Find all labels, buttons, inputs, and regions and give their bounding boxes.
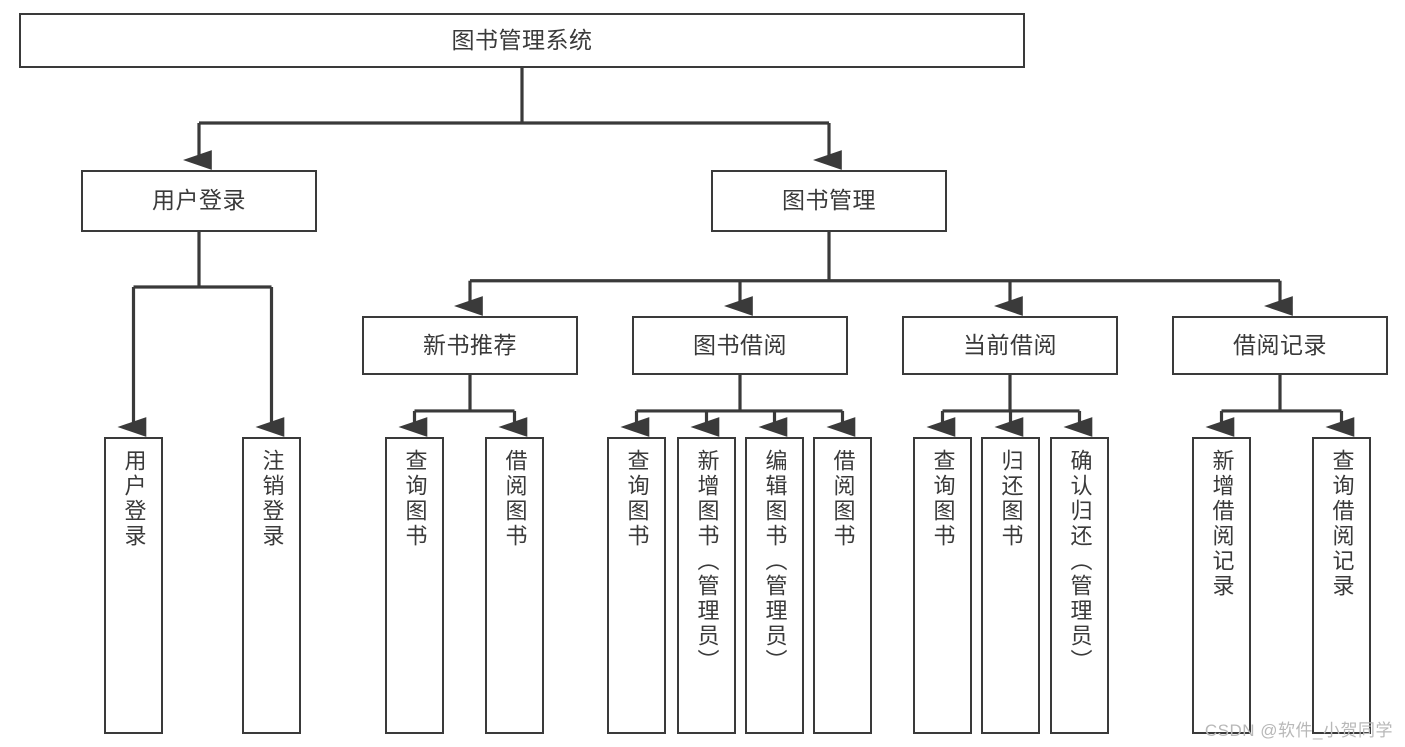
leaf-borrow-book-2-label: 借阅图书 — [830, 449, 856, 549]
leaf-confirm-return-label: 确认归还（管理员） — [1067, 449, 1093, 674]
leaf-user-login[interactable]: 用户登录 — [104, 437, 163, 734]
node-root[interactable]: 图书管理系统 — [19, 13, 1025, 68]
node-current-borrow[interactable]: 当前借阅 — [902, 316, 1118, 375]
leaf-edit-book-label: 编辑图书（管理员） — [762, 449, 788, 674]
node-current-borrow-label: 当前借阅 — [963, 331, 1057, 358]
leaf-edit-book[interactable]: 编辑图书（管理员） — [745, 437, 804, 734]
leaf-query-book-1-label: 查询图书 — [402, 449, 428, 549]
leaf-add-borrow-record-label: 新增借阅记录 — [1209, 449, 1235, 599]
leaf-borrow-book-2[interactable]: 借阅图书 — [813, 437, 872, 734]
leaf-query-book-2-label: 查询图书 — [624, 449, 650, 549]
node-new-book-recommend[interactable]: 新书推荐 — [362, 316, 578, 375]
leaf-query-book-3[interactable]: 查询图书 — [913, 437, 972, 734]
leaf-logout-label: 注销登录 — [259, 449, 285, 549]
node-book-borrow[interactable]: 图书借阅 — [632, 316, 848, 375]
leaf-borrow-book-1[interactable]: 借阅图书 — [485, 437, 544, 734]
node-borrow-record-label: 借阅记录 — [1233, 331, 1327, 358]
leaf-query-book-2[interactable]: 查询图书 — [607, 437, 666, 734]
node-root-label: 图书管理系统 — [451, 26, 593, 53]
node-user-login-label: 用户登录 — [152, 187, 246, 214]
leaf-query-borrow-record[interactable]: 查询借阅记录 — [1312, 437, 1371, 734]
leaf-logout[interactable]: 注销登录 — [242, 437, 301, 734]
leaf-add-book[interactable]: 新增图书（管理员） — [677, 437, 736, 734]
leaf-query-book-3-label: 查询图书 — [930, 449, 956, 549]
node-user-login[interactable]: 用户登录 — [81, 170, 317, 232]
leaf-user-login-label: 用户登录 — [121, 449, 147, 549]
node-book-manage-label: 图书管理 — [782, 187, 876, 214]
leaf-borrow-book-1-label: 借阅图书 — [502, 449, 528, 549]
node-new-book-recommend-label: 新书推荐 — [423, 331, 517, 358]
leaf-confirm-return[interactable]: 确认归还（管理员） — [1050, 437, 1109, 734]
node-borrow-record[interactable]: 借阅记录 — [1172, 316, 1388, 375]
leaf-add-borrow-record[interactable]: 新增借阅记录 — [1192, 437, 1251, 734]
leaf-add-book-label: 新增图书（管理员） — [694, 449, 720, 674]
leaf-return-book-label: 归还图书 — [998, 449, 1024, 549]
leaf-query-borrow-record-label: 查询借阅记录 — [1329, 449, 1355, 599]
leaf-query-book-1[interactable]: 查询图书 — [385, 437, 444, 734]
leaf-return-book[interactable]: 归还图书 — [981, 437, 1040, 734]
node-book-borrow-label: 图书借阅 — [693, 331, 787, 358]
node-book-manage[interactable]: 图书管理 — [711, 170, 947, 232]
